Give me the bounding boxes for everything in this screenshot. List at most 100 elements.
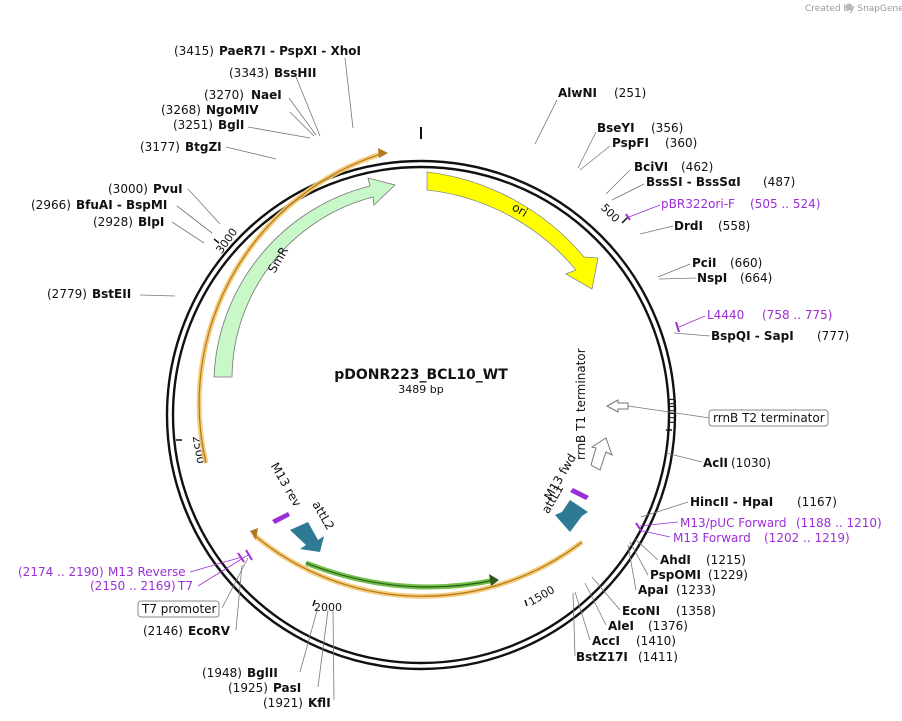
site-bseyi: BseYI <box>597 121 635 135</box>
ori-feature: ori <box>426 171 599 290</box>
tick-500: 500 <box>598 201 622 225</box>
label-sites_right-15-pos: (1376) <box>648 619 688 633</box>
t7-promoter-label: T7 promoter <box>141 602 217 616</box>
site-drdi: DrdI <box>674 219 703 233</box>
site-xhoi: PaeR7I - PspXI - XhoI <box>219 44 361 58</box>
insert-region <box>196 148 584 599</box>
attl1-label: attL1 <box>539 482 567 516</box>
label-sites_right-3-pos: (462) <box>681 160 713 174</box>
backbone-outer <box>165 159 677 671</box>
label-sites_right-9-pos: (1030) <box>731 456 771 470</box>
label-sites_left-4-pos: (3251) <box>173 118 213 132</box>
attl2-feature: attL2 <box>290 498 337 552</box>
label-sites_right-7-pos: (664) <box>740 271 772 285</box>
site-bspqi: BspQI - SapI <box>711 329 794 343</box>
label-sites_left-1-pos: (3343) <box>229 66 269 80</box>
tick-1000: 1000 <box>666 398 679 426</box>
label-sites_right-0-pos: (251) <box>614 86 646 100</box>
site-kfli: KflI <box>308 696 331 710</box>
rrnb-t1-label: rrnB T1 terminator <box>574 348 588 460</box>
site-econi: EcoNI <box>622 604 660 618</box>
label-sites_right-1-pos: (356) <box>651 121 683 135</box>
site-alei: AleI <box>608 619 634 633</box>
site-pcii: PciI <box>692 256 717 270</box>
site-ecorv: EcoRV <box>188 624 231 638</box>
site-naei: NaeI <box>251 88 282 102</box>
primer-m13-puc-forward: M13/pUC Forward <box>680 516 787 530</box>
label-sites_right-4-pos: (487) <box>763 175 795 189</box>
ori-label: ori <box>510 200 531 220</box>
label-sites_right-10-pos: (1167) <box>797 495 837 509</box>
site-bcivi: BciVI <box>634 160 668 174</box>
label-sites_left-3-pos: (3268) <box>161 103 201 117</box>
site-acci: AccI <box>592 634 620 648</box>
label-primers-3-range: (1202 .. 1219) <box>764 531 850 545</box>
label-sites_left-0-pos: (3415) <box>174 44 214 58</box>
site-bglii: BglII <box>247 666 278 680</box>
site-blpi: BlpI <box>138 215 164 229</box>
label-sites_left-2-pos: (3270) <box>204 88 244 102</box>
site-pspomi: PspOMI <box>650 568 701 582</box>
site-btgzi: BtgZI <box>185 140 222 154</box>
site-bgli: BglI <box>218 118 244 132</box>
label-sites_left-12-pos: (1925) <box>228 681 268 695</box>
label-sites_right-13-pos: (1233) <box>676 583 716 597</box>
site-acli: AclI <box>703 456 728 470</box>
smr-feature: SmR <box>213 177 396 378</box>
label-sites_left-8-pos: (2928) <box>93 215 133 229</box>
site-ahdi: AhdI <box>660 553 691 567</box>
label-sites_right-8-pos: (777) <box>817 329 849 343</box>
snapgene-credit: Created by SnapGene <box>805 3 902 14</box>
tick-marks: 500 1000 1500 2000 2500 3000 <box>176 201 679 614</box>
primer-l4440: L4440 <box>707 308 744 322</box>
backbone <box>165 127 677 671</box>
label-sites_left-5-pos: (3177) <box>140 140 180 154</box>
rrnb-t1-terminator: rrnB T1 terminator <box>574 348 613 471</box>
attl2-label: attL2 <box>309 498 337 532</box>
label-sites_right-12-pos: (1229) <box>708 568 748 582</box>
site-ngomiv: NgoMIV <box>206 103 259 117</box>
site-pspfi: PspFI <box>612 136 649 150</box>
t7-promoter-box <box>137 600 220 618</box>
label-sites_left-11-pos: (1948) <box>202 666 242 680</box>
m13-rev-feature: M13 rev <box>268 460 304 524</box>
site-nspi: NspI <box>697 271 727 285</box>
m13-rev-label: M13 rev <box>268 460 304 509</box>
site-bsteii: BstEII <box>92 287 131 301</box>
site-bfuai: BfuAI - BspMI <box>76 198 167 212</box>
site-hincii: HincII - HpaI <box>690 495 773 509</box>
label-primers-4-range: (2174 .. 2190) <box>18 565 104 579</box>
site-alwni: AlwNI <box>558 86 597 100</box>
label-primers-0-range: (505 .. 524) <box>750 197 820 211</box>
primer-t7: T7 <box>177 579 193 593</box>
tick-1500: 1500 <box>526 583 557 608</box>
label-sites_left-13-pos: (1921) <box>263 696 303 710</box>
label-sites_left-10-pos: (2146) <box>143 624 183 638</box>
snapgene-logo-icon <box>845 3 853 11</box>
label-sites_left-9-pos: (2779) <box>47 287 87 301</box>
primer-m13-forward: M13 Forward <box>673 531 751 545</box>
right-site-labels: AlwNI (251) BseYI (356) PspFI (360) BciV… <box>534 86 882 664</box>
label-sites_right-17-pos: (1411) <box>638 650 678 664</box>
site-apai: ApaI <box>638 583 668 597</box>
label-sites_right-2-pos: (360) <box>665 136 697 150</box>
site-pasi: PasI <box>273 681 301 695</box>
site-bsssi: BssSI - BssSαI <box>646 175 741 189</box>
label-sites_right-6-pos: (660) <box>730 256 762 270</box>
label-primers-1-range: (758 .. 775) <box>762 308 832 322</box>
label-sites_right-16-pos: (1410) <box>636 634 676 648</box>
credit-text: Created by SnapGene <box>805 4 902 14</box>
label-primers-2-range: (1188 .. 1210) <box>796 516 882 530</box>
plasmid-name: pDONR223_BCL10_WT <box>334 367 508 383</box>
label-sites_right-14-pos: (1358) <box>676 604 716 618</box>
site-bsshii: BssHII <box>274 66 316 80</box>
primer-pbr322ori-f: pBR322ori-F <box>661 197 735 211</box>
label-sites_right-11-pos: (1215) <box>706 553 746 567</box>
plasmid-length: 3489 bp <box>398 383 443 396</box>
rrnb-t2-label: rrnB T2 terminator <box>713 411 825 425</box>
left-site-labels: (3415) PaeR7I - PspXI - XhoI (3343) BssH… <box>18 44 361 710</box>
label-sites_left-6-pos: (3000) <box>108 182 148 196</box>
site-bstz17i: BstZ17I <box>576 650 628 664</box>
tick-2000: 2000 <box>314 601 342 614</box>
